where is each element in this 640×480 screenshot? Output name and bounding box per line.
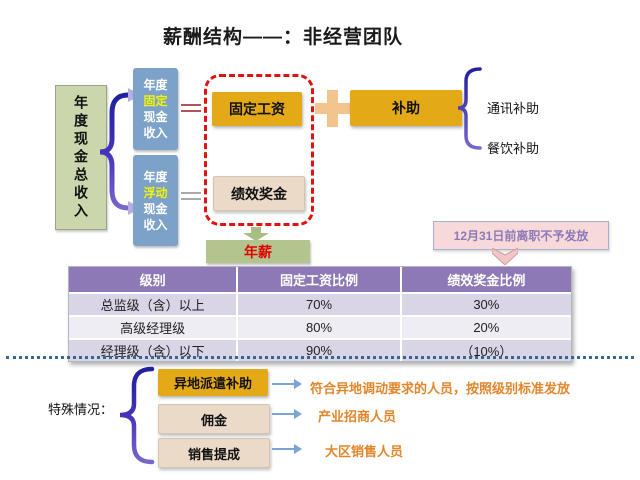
total-annual-cash-label: 年度现金总收入 [73,94,89,221]
equals-icon [181,104,201,106]
variable-line-4: 收入 [143,217,168,232]
fixed-line-4: 收入 [143,126,168,140]
special-cases-label: 特殊情况： [48,402,114,417]
equals-icon [181,110,201,112]
brace-special-icon [119,366,155,465]
table-row: 经理级（含）以下 90% （10%） [69,338,571,361]
arrow-right-icon [272,444,302,454]
salary-group-outline [204,74,314,226]
commission-box: 佣金 [158,404,270,434]
arrow-right-icon [272,409,302,419]
table-row: 高级经理级 80% 20% [69,315,571,338]
meal-subsidy-label: 餐饮补助 [487,141,540,156]
salary-ratio-table: 级别 固定工资比例 绩效奖金比例 总监级（含）以上 70% 30% 高级经理级 … [68,266,572,362]
sales-commission-desc: 大区销售人员 [325,444,404,459]
variable-line-3: 现金 [143,201,168,216]
col-header-bonus-ratio: 绩效奖金比例 [401,267,571,292]
variable-line-2: 浮动 [143,185,168,200]
fixed-line-1: 年度 [143,78,168,92]
section-divider [6,356,634,359]
performance-bonus-box: 绩效奖金 [213,176,305,211]
fixed-line-2: 固定 [143,94,168,108]
fixed-line-3: 现金 [143,110,168,124]
resignation-note-box: 12月31日前离职不予发放 [433,221,609,250]
fixed-salary-box: 固定工资 [212,92,302,126]
note-arrow-down-icon [492,248,518,265]
variable-line-1: 年度 [143,169,168,184]
annual-variable-cash-box: 年度 浮动 现金 收入 [133,155,178,246]
annual-salary-box: 年薪 [206,240,310,263]
sales-commission-box: 销售提成 [158,438,270,468]
table-header-row: 级别 固定工资比例 绩效奖金比例 [69,267,571,292]
col-header-level: 级别 [69,267,239,292]
arrow-right-icon [272,379,302,389]
commission-desc: 产业招商人员 [318,409,397,424]
equals-icon [181,192,201,194]
col-header-fixed-ratio: 固定工资比例 [238,267,402,292]
subsidy-box: 补助 [350,90,462,126]
relocation-subsidy-desc: 符合异地调动要求的人员，按照级别标准发放 [310,381,571,396]
table-row: 总监级（含）以上 70% 30% [69,292,571,315]
arrow-down-icon [243,227,269,241]
relocation-subsidy-box: 异地派遣补助 [158,369,268,396]
total-annual-cash-box: 年度现金总收入 [55,85,107,230]
page-title: 薪酬结构——：非经营团队 [162,27,403,48]
comm-subsidy-label: 通讯补助 [487,101,540,116]
equals-icon [181,198,201,200]
annual-fixed-cash-box: 年度 固定 现金 收入 [133,68,178,150]
brace-subsidy-icon [457,67,482,150]
